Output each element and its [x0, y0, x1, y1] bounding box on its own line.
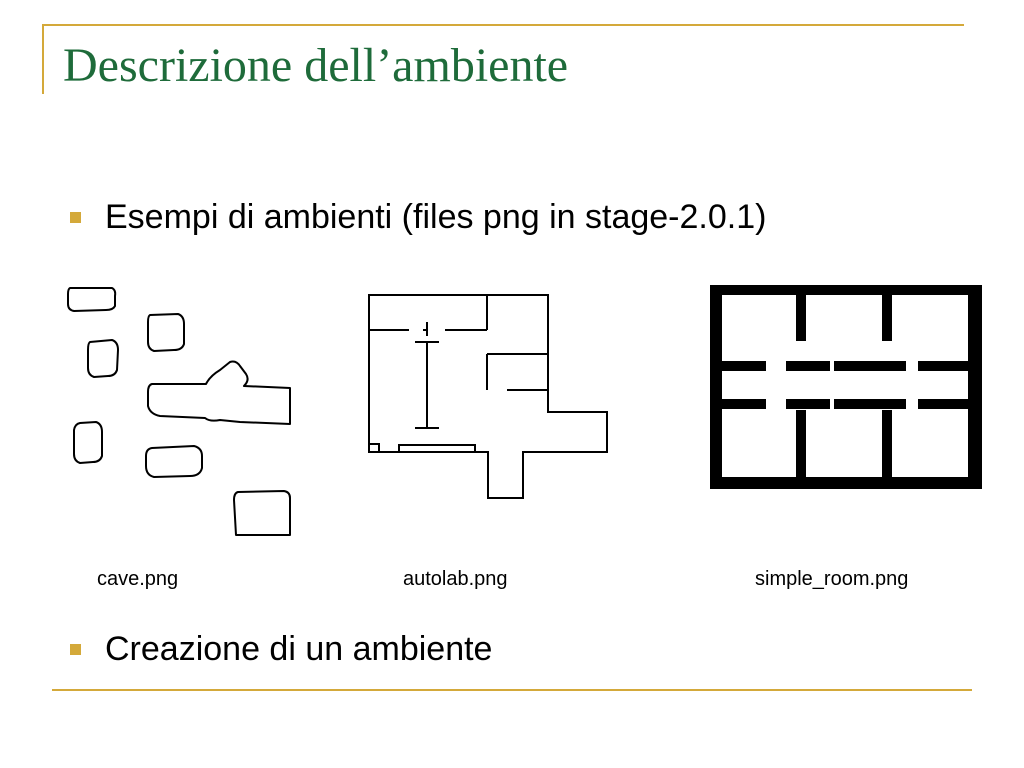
square-bullet-icon — [70, 212, 81, 223]
autolab-map-image — [368, 294, 608, 499]
top-frame-line — [42, 24, 964, 26]
square-bullet-icon — [70, 644, 81, 655]
bullet-text: Creazione di un ambiente — [105, 630, 493, 668]
cave-map-image — [67, 287, 291, 536]
bullet-text: Esempi di ambienti (files png in stage-2… — [105, 198, 767, 236]
bullet-item: Esempi di ambienti (files png in stage-2… — [70, 198, 766, 237]
simple-room-caption: simple_room.png — [755, 568, 909, 590]
bullet-item: Creazione di un ambiente — [70, 630, 492, 669]
simple-room-map-image — [710, 285, 982, 489]
left-frame-line — [42, 24, 44, 94]
autolab-caption: autolab.png — [403, 568, 508, 590]
cave-caption: cave.png — [97, 568, 179, 590]
slide-title: Descrizione dell’ambiente — [63, 39, 569, 92]
bottom-divider — [52, 689, 972, 691]
